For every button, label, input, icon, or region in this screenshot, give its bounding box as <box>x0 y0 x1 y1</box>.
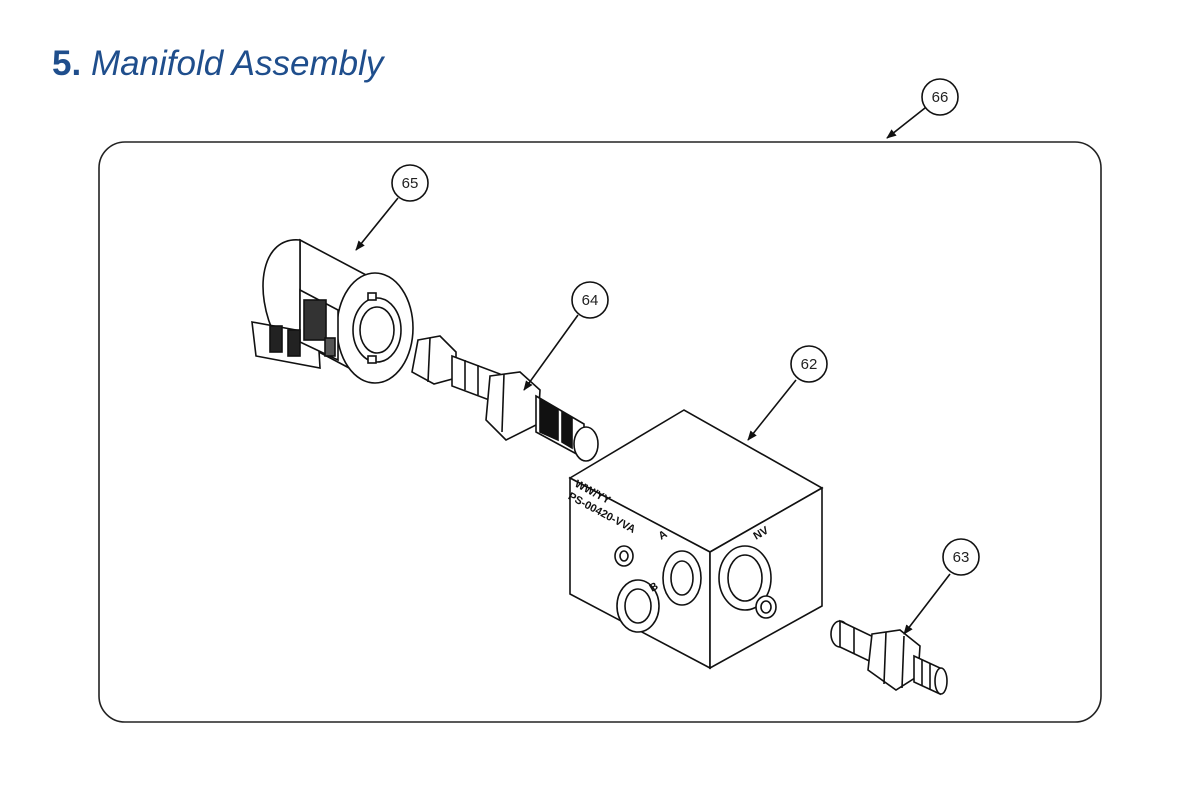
port-a <box>662 550 702 606</box>
page-title: 5. Manifold Assembly <box>52 46 383 81</box>
callout-63-leader <box>903 573 951 635</box>
callout-63-label: 63 <box>953 549 970 566</box>
callout-62-label: 62 <box>801 356 818 373</box>
callout-65: 65 <box>391 164 429 202</box>
port-nv <box>718 545 772 611</box>
manifold-block <box>568 409 824 670</box>
port-b <box>616 579 660 633</box>
mounting-hole <box>614 545 634 567</box>
callout-65-label: 65 <box>402 175 419 192</box>
callout-62-leader <box>747 379 797 441</box>
relief-valve <box>830 619 948 696</box>
callout-62: 62 <box>790 345 828 383</box>
coil-connector <box>251 288 339 369</box>
callout-64-label: 64 <box>582 292 599 309</box>
mounting-hole <box>755 595 777 619</box>
callout-66-leader <box>886 107 926 139</box>
coil <box>251 238 414 384</box>
callout-66-label: 66 <box>932 89 949 106</box>
callout-63: 63 <box>942 538 980 576</box>
callout-64-leader <box>523 314 579 391</box>
assembly-frame <box>98 141 1102 723</box>
section-title: Manifold Assembly <box>90 44 384 83</box>
callout-66: 66 <box>921 78 959 116</box>
solenoid-cartridge <box>411 335 599 462</box>
callout-65-leader <box>355 197 399 251</box>
callout-64: 64 <box>571 281 609 319</box>
section-number: 5. <box>52 44 82 83</box>
